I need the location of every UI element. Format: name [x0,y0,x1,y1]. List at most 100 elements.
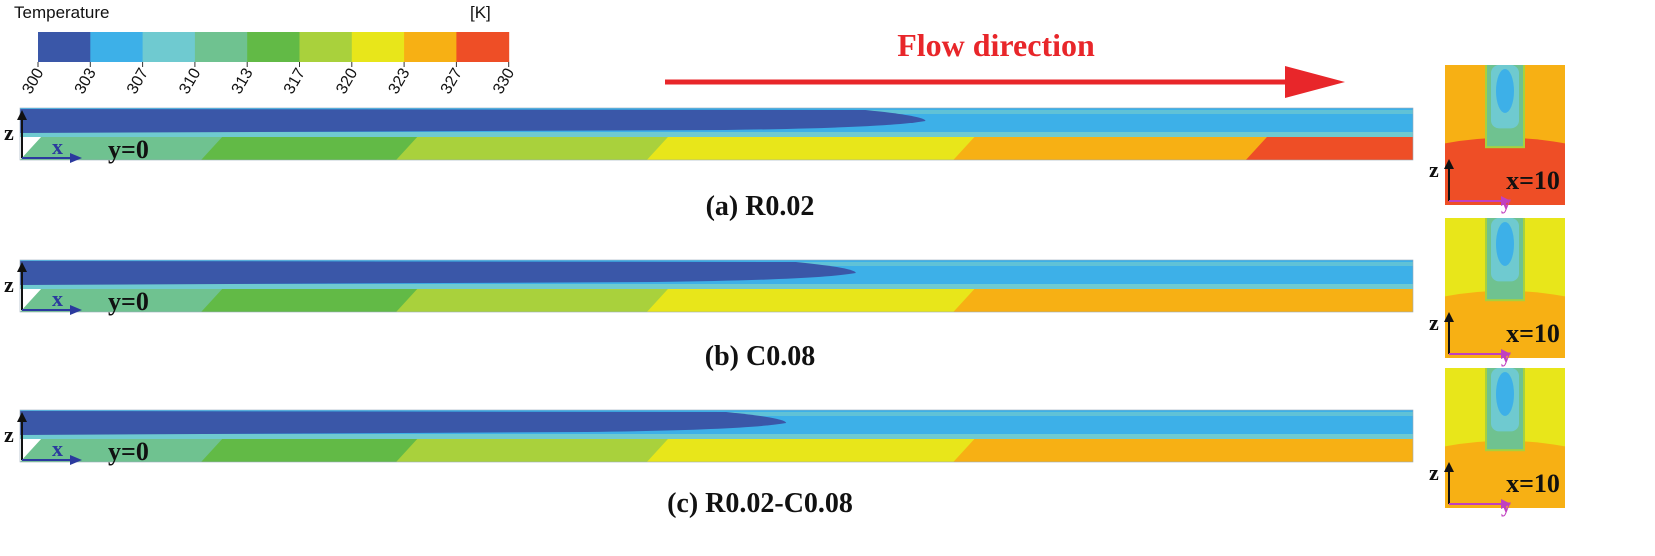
legend-title: Temperature [14,3,109,22]
plane-label-cross: x=10 [1506,469,1560,498]
legend-swatch [247,32,300,62]
temperature-band [646,136,976,160]
legend-unit: [K] [470,3,491,22]
panel-caption: (b) C0.08 [705,341,815,372]
cross-section-panel: z yx=10 [1429,218,1565,367]
flow-direction-indicator: Flow direction [665,27,1345,98]
axis-x-label: x [52,436,63,461]
temperature-band [396,438,669,462]
legend-color-bar [38,32,510,62]
legend-tick-label: 300 [19,65,47,97]
legend-tick-label: 307 [124,65,152,97]
axis-x-arrowhead [70,153,82,163]
interface-layer [20,284,1413,289]
flow-direction-label: Flow direction [897,27,1095,63]
legend-tick-label: 303 [72,65,100,97]
axis-x-label: x [52,286,63,311]
cross-section-lower-region [1445,290,1565,358]
legend-swatch [38,32,91,62]
temperature-band [953,438,1268,462]
plane-label-cross: x=10 [1506,166,1560,195]
plane-label-longitudinal: y=0 [108,437,149,466]
temperature-band [1245,136,1435,160]
axis-z-label: z [4,120,14,145]
legend-tick-label: 330 [490,65,518,97]
panel-edge-mask [1413,405,1443,467]
legend-swatch [299,32,353,62]
cross-axis-z-arrowhead [1444,159,1454,169]
panel-outline [19,259,1414,313]
cross-section-cold-core [1496,221,1514,266]
temperature-band [1245,438,1435,462]
legend-tick-labels: 300 303 307 310 313 317 320 323 327 330 [19,62,518,97]
contour-panel: z x y=0 (b) C0.08 z yx=10 [4,218,1565,372]
legend-swatch [351,32,405,62]
legend-swatch [194,32,248,62]
axis-z-arrowhead [17,262,27,272]
legend-swatch [142,32,196,62]
cold-fluid-core [20,411,787,435]
legend-swatch [456,32,510,62]
flow-direction-arrowhead [1285,66,1345,98]
panel-caption: (a) R0.02 [706,191,815,222]
cross-axis-z-label: z [1429,310,1439,335]
cross-section-lower-region [1445,137,1565,205]
legend-tick-label: 320 [333,65,361,97]
panel-edge-mask [1413,255,1443,317]
axis-z-arrowhead [17,412,27,422]
temperature-band [201,288,419,312]
cross-section-cold-core [1496,68,1514,113]
cross-axis-y-arrowhead [1501,499,1511,509]
cross-axis-z-label: z [1429,157,1439,182]
temperature-band [953,288,1268,312]
plane-label-cross: x=10 [1506,319,1560,348]
temperature-band [201,438,419,462]
contour-panel: z x y=0 (c) R0.02-C0.08 zyx=10 [4,368,1565,519]
temperature-band [646,288,976,312]
temperature-band [1245,288,1435,312]
interface-layer [20,434,1413,439]
cross-section-panel: zyx=10 [1429,368,1565,517]
interface-layer [20,132,1413,137]
axis-x-label: x [52,134,63,159]
cross-axis-y-arrowhead [1501,349,1511,359]
cross-axis-y-label: y [1501,192,1511,214]
cold-fluid-core [20,109,926,133]
cold-fluid-core [20,261,856,285]
cross-axis-z-label: z [1429,460,1439,485]
temperature-band [201,136,419,160]
legend-tick-label: 317 [281,65,309,97]
legend-swatch [404,32,457,62]
panel-outline [19,409,1414,463]
cross-section-lower-region [1445,440,1565,508]
axis-z-label: z [4,422,14,447]
temperature-band [396,288,669,312]
axis-x-arrowhead [70,455,82,465]
legend-tick-label: 327 [438,65,466,97]
cross-axis-y-label: y [1501,345,1511,367]
legend-tick-label: 323 [385,65,413,97]
temperature-band [953,136,1268,160]
cross-axis-z-arrowhead [1444,462,1454,472]
plane-label-longitudinal: y=0 [108,287,149,316]
temperature-band [396,136,669,160]
temperature-band [646,438,976,462]
legend: Temperature [K] 300 303 307 310 313 317 320 323… [14,3,518,97]
axis-x-arrowhead [70,305,82,315]
panel-caption: (c) R0.02-C0.08 [667,488,853,519]
contour-panel: z x y=0 (a) R0.02 z yx=10 [4,65,1565,222]
cross-axis-z-arrowhead [1444,312,1454,322]
legend-tick-label: 313 [229,65,257,97]
cross-section-cold-core [1496,371,1514,416]
panel-edge-mask [1413,103,1443,165]
cross-axis-y-arrowhead [1501,196,1511,206]
plane-label-longitudinal: y=0 [108,135,149,164]
legend-swatch [90,32,144,62]
cross-section-panel: z yx=10 [1429,65,1565,214]
legend-tick-label: 310 [176,65,204,97]
axis-z-label: z [4,272,14,297]
axis-z-arrowhead [17,110,27,120]
panel-outline [19,107,1414,161]
